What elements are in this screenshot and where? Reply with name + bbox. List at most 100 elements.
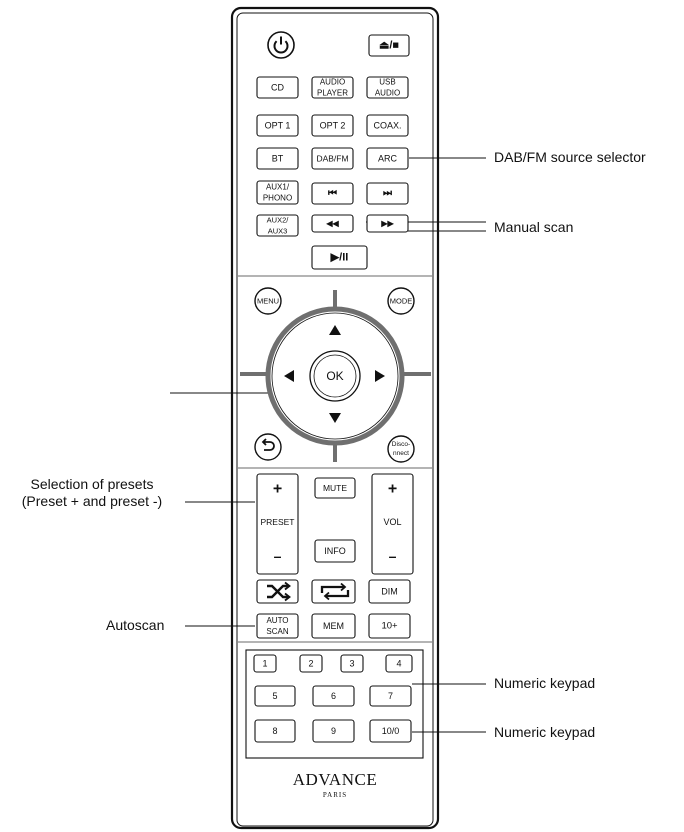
opt2-button[interactable]: OPT 2	[311, 114, 354, 137]
cd-button-label: CD	[271, 83, 284, 93]
info-button-frame	[314, 539, 356, 563]
eject-stop-button[interactable]: ⏏/■	[368, 34, 410, 57]
key-9-label: 9	[331, 726, 336, 736]
key-4-label: 4	[396, 659, 401, 669]
arc-button[interactable]: ARC	[366, 147, 409, 170]
prev-track-button[interactable]: ⏮	[311, 182, 354, 205]
aux2-aux3-button[interactable]: AUX2/AUX3	[256, 214, 299, 237]
power-button[interactable]	[267, 31, 295, 59]
repeat-button[interactable]	[311, 579, 356, 604]
auto-scan-button-frame	[256, 613, 299, 639]
right-arrow-icon[interactable]	[375, 370, 385, 382]
key-7[interactable]: 7	[369, 685, 412, 707]
key-5[interactable]: 5	[254, 685, 296, 707]
fast-forward-button-label: ▶▶	[380, 219, 394, 228]
key-4[interactable]: 4	[385, 654, 413, 673]
bt-button[interactable]: BT	[256, 147, 299, 170]
aux2-aux3-button-frame	[256, 214, 299, 237]
coax-button-frame	[366, 114, 409, 137]
back-button-frame	[254, 433, 282, 461]
preset-minus-label: –	[274, 548, 282, 564]
disconnect-button-frame	[387, 435, 415, 463]
opt1-button-label: OPT 1	[265, 121, 291, 131]
key-9[interactable]: 9	[312, 719, 355, 743]
cd-button[interactable]: CD	[256, 76, 299, 99]
key-6[interactable]: 6	[312, 685, 355, 707]
shuffle-arrowheads	[284, 581, 291, 602]
coax-button[interactable]: COAX.	[366, 114, 409, 137]
usb-audio-button-frame	[366, 76, 409, 99]
next-track-button[interactable]: ⏭	[366, 182, 409, 205]
remote-inner-edge	[236, 12, 434, 827]
mem-button[interactable]: MEM	[311, 613, 356, 639]
key-3-frame	[340, 654, 364, 673]
aux2-aux3-button-label-line1: AUX2/	[267, 216, 290, 225]
usb-audio-button-label-line1: USB	[379, 78, 395, 87]
rewind-button[interactable]: ◀◀	[311, 214, 354, 233]
mode-button[interactable]: MODE	[387, 287, 415, 315]
menu-button[interactable]: MENU	[254, 287, 282, 315]
dab-fm-button[interactable]: DAB/FM	[311, 147, 354, 170]
keypad-frame	[245, 649, 424, 759]
eject-stop-button-label: ⏏/■	[379, 40, 399, 52]
back-arrow-icon	[261, 438, 275, 451]
up-arrow-icon[interactable]	[329, 325, 341, 335]
repeat-icon	[320, 585, 350, 598]
arc-button-frame	[366, 147, 409, 170]
key-7-frame	[369, 685, 412, 707]
next-track-button-label: ⏭	[383, 188, 392, 199]
shuffle-button[interactable]	[256, 579, 299, 604]
ok-button-frame	[309, 350, 361, 402]
vol-rocker[interactable]: +VOL–	[371, 473, 414, 575]
vol-rocker-frame	[371, 473, 414, 575]
coax-button-label: COAX.	[373, 121, 401, 131]
key-2-frame	[299, 654, 323, 673]
prev-track-button-frame	[311, 182, 354, 205]
disconnect-button[interactable]: Disco-nnect	[387, 435, 415, 463]
preset-rocker[interactable]: +PRESET–	[256, 473, 299, 575]
opt1-button[interactable]: OPT 1	[256, 114, 299, 137]
key-8-label: 8	[272, 726, 277, 736]
auto-scan-button-label-line2: SCAN	[266, 627, 288, 636]
fast-forward-button[interactable]: ▶▶	[366, 214, 409, 233]
key-10-0-label: 10/0	[382, 726, 400, 736]
left-arrow-icon[interactable]	[284, 370, 294, 382]
mute-button[interactable]: MUTE	[314, 477, 356, 499]
brand-sub: PARIS	[322, 791, 348, 799]
key-10-0[interactable]: 10/0	[369, 719, 412, 743]
manual-scan-label: Manual scan	[494, 219, 574, 235]
audio-player-button-label-line2: PLAYER	[317, 89, 348, 98]
audio-player-button-frame	[311, 76, 354, 99]
power-button-frame	[267, 31, 295, 59]
dim-button[interactable]: DIM	[368, 579, 411, 604]
aux1-phono-button-label-line1: AUX1/	[266, 183, 290, 192]
vol-minus-label: –	[389, 548, 397, 564]
back-button[interactable]	[254, 433, 282, 461]
key-3-label: 3	[349, 659, 354, 669]
arc-button-label: ARC	[378, 154, 398, 164]
menu-button-frame	[254, 287, 282, 315]
key-8[interactable]: 8	[254, 719, 296, 743]
play-pause-button[interactable]: ▶/II	[311, 245, 368, 270]
numeric-keypad-label-2: Numeric keypad	[494, 724, 596, 740]
dab-fm-selector-label: DAB/FM source selector	[494, 149, 646, 165]
key-1[interactable]: 1	[253, 654, 277, 673]
aux1-phono-button[interactable]: AUX1/PHONO	[256, 180, 299, 205]
down-arrow-icon[interactable]	[329, 413, 341, 423]
ok-button[interactable]: OK	[309, 350, 361, 402]
autoscan-label: Autoscan	[106, 617, 165, 633]
dab-fm-button-frame	[311, 147, 354, 170]
next-track-button-frame	[366, 182, 409, 205]
rewind-button-frame	[311, 214, 354, 233]
dab-fm-button-label: DAB/FM	[316, 154, 348, 164]
ten-plus-button[interactable]: 10+	[368, 613, 411, 639]
bt-button-frame	[256, 147, 299, 170]
key-3[interactable]: 3	[340, 654, 364, 673]
key-2[interactable]: 2	[299, 654, 323, 673]
key-8-frame	[254, 719, 296, 743]
info-button[interactable]: INFO	[314, 539, 356, 563]
